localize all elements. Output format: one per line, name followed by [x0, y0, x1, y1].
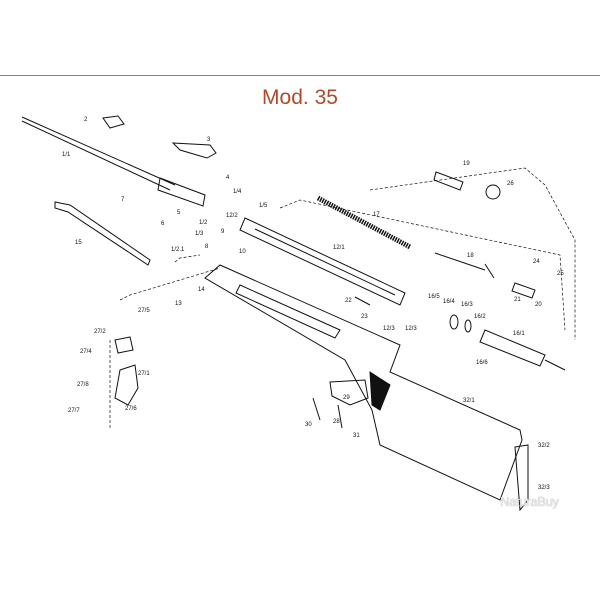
trigger-guard-part: [329, 379, 369, 406]
pin-part: [354, 296, 371, 306]
stock-part: [204, 264, 523, 501]
receiver-tube-part: [239, 217, 406, 306]
knob-part: [485, 184, 501, 200]
washer-part: [464, 319, 472, 333]
spring-guide-part: [434, 252, 495, 279]
watermark: NaturaBuy: [500, 494, 559, 509]
screw-part: [337, 404, 343, 429]
barrel-part: [21, 116, 206, 207]
header-rule: [0, 75, 600, 76]
trigger-sear-part: [114, 336, 134, 354]
end-cap-part: [433, 171, 464, 191]
rear-sight-part: [171, 142, 217, 159]
latch-part: [511, 282, 536, 299]
diagram-title: Mod. 35: [262, 86, 338, 109]
seal-part: [449, 314, 459, 330]
cocking-lever-part: [54, 201, 151, 266]
main-spring-part: [316, 195, 412, 250]
piston-part: [479, 329, 566, 371]
front-sight-part: [102, 115, 125, 129]
screw-part: [312, 397, 321, 421]
trigger-part: [114, 364, 139, 406]
butt-plate-part: [514, 444, 529, 512]
